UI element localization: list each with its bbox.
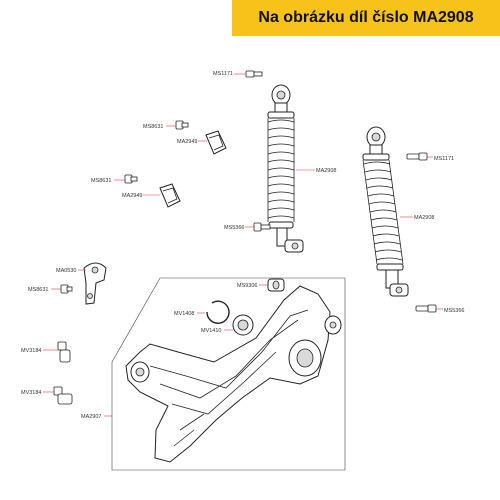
swingarm-frame-outline — [111, 277, 346, 471]
label-ma0530: MA0530 — [56, 268, 77, 274]
label-ms5366-right: MS5366 — [444, 308, 465, 314]
circlip-mv1408[interactable] — [206, 300, 230, 324]
collar-ms9306[interactable] — [267, 278, 285, 292]
label-ma2908-right: MA2908 — [414, 215, 435, 221]
label-ms8631-low: MS8631 — [28, 287, 49, 293]
label-ma2949-mid: MA2949 — [122, 193, 143, 199]
bolt-mv3184-a[interactable] — [57, 341, 71, 363]
label-ms9306: MS9306 — [237, 283, 258, 289]
part-number-banner: Na obrázku díl číslo MA2908 — [232, 0, 500, 36]
bearing-mv1410[interactable] — [232, 314, 254, 336]
shock-absorber-right[interactable] — [362, 126, 409, 297]
label-ms8631-top: MS8631 — [143, 124, 164, 130]
clip-ma2949-top[interactable] — [205, 130, 227, 155]
label-mv3184-a: MV3184 — [21, 348, 42, 354]
label-ms5366-left: MS5366 — [224, 225, 245, 231]
label-ma2908-left: MA2908 — [316, 168, 337, 174]
label-ms1171-top: MS1171 — [213, 71, 233, 77]
label-ma2907: MA2907 — [81, 414, 102, 420]
bolt-ms8631-top[interactable] — [175, 120, 189, 130]
label-ma2949-top: MA2949 — [177, 139, 198, 145]
bolt-ms5366-left[interactable] — [253, 222, 271, 232]
label-mv1408: MV1408 — [174, 311, 195, 317]
bracket-ma0530[interactable] — [83, 262, 107, 305]
label-mv3184-b: MV3184 — [21, 390, 42, 396]
bolt-ms5366-right[interactable] — [415, 304, 437, 313]
bolt-ms1171-right[interactable] — [406, 152, 428, 161]
bolt-mv3184-b[interactable] — [53, 386, 73, 405]
swingarm-ma2907[interactable] — [125, 285, 342, 463]
shock-absorber-left[interactable] — [267, 84, 304, 253]
label-ms8631-mid: MS8631 — [91, 178, 112, 184]
bolt-ms1171-top[interactable] — [245, 70, 263, 78]
label-mv1410: MV1410 — [201, 328, 222, 334]
bolt-ms8631-low[interactable] — [60, 284, 73, 294]
banner-title: Na obrázku díl číslo MA2908 — [258, 9, 474, 26]
label-ms1171-right: MS1171 — [434, 156, 454, 162]
bolt-ms8631-mid[interactable] — [124, 174, 138, 184]
clip-ma2949-mid[interactable] — [159, 183, 181, 208]
